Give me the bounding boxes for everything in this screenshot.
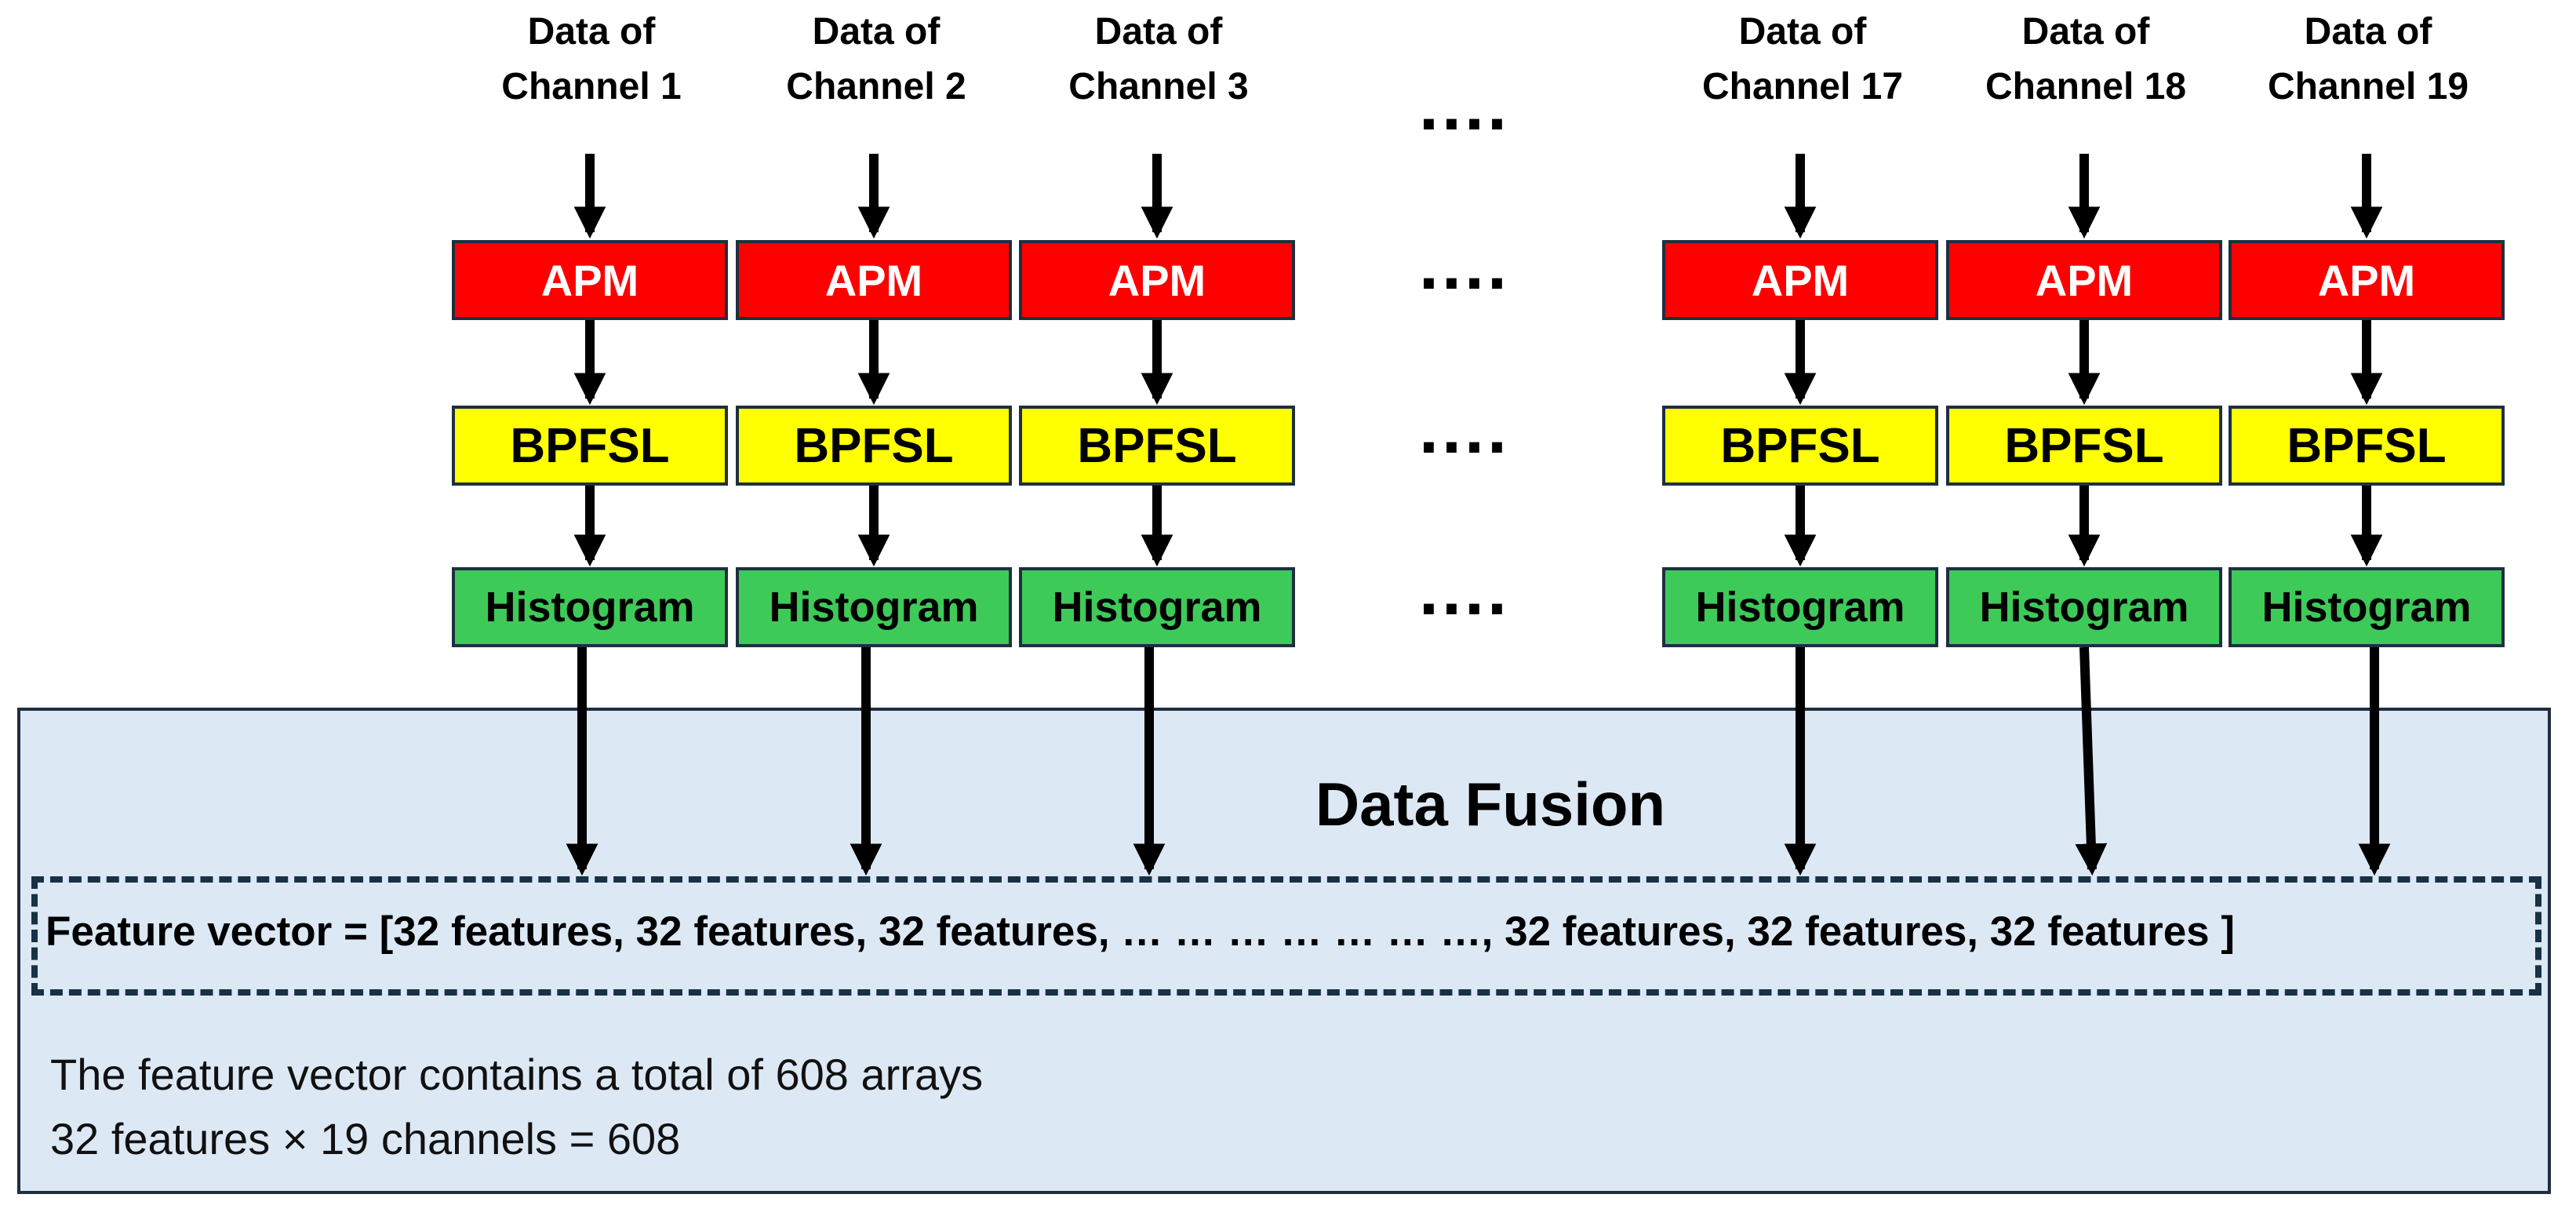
channel-2-apm-block: APM — [736, 240, 1012, 320]
channel-18-apm-block: APM — [1946, 240, 2222, 320]
channel-19-histogram-block: Histogram — [2229, 567, 2505, 647]
data-fusion-title: Data Fusion — [1315, 770, 1666, 839]
channel-2-bpfsl-block: BPFSL — [736, 406, 1012, 486]
channel-17-apm-block: APM — [1662, 240, 1938, 320]
channels-ellipsis-header: .... — [1418, 67, 1511, 145]
feature-vector-text: Feature vector = [32 features, 32 featur… — [45, 908, 2236, 955]
channel-1-bpfsl-block: BPFSL — [452, 406, 728, 486]
channel-18-histogram-block: Histogram — [1946, 567, 2222, 647]
channel-2-header-line2: Channel 2 — [786, 66, 966, 107]
channel-1-header-line1: Data of — [527, 11, 656, 53]
channels-ellipsis-bpfsl: .... — [1418, 390, 1511, 468]
channel-2-header-line1: Data of — [812, 11, 941, 53]
channel-1-apm-block: APM — [452, 240, 728, 320]
channel-3-header-line2: Channel 3 — [1068, 66, 1249, 107]
feature-vector-box — [31, 876, 2541, 996]
channel-17-header-line1: Data of — [1738, 11, 1867, 53]
channel-3-bpfsl-block: BPFSL — [1019, 406, 1295, 486]
channel-3-header-line1: Data of — [1094, 11, 1223, 53]
channel-17-histogram-block: Histogram — [1662, 567, 1938, 647]
channel-3-apm-block: APM — [1019, 240, 1295, 320]
channel-19-header: Data of Channel 19 — [2250, 5, 2486, 115]
channel-1-histogram-block: Histogram — [452, 567, 728, 647]
channel-19-bpfsl-block: BPFSL — [2229, 406, 2505, 486]
channel-17-header: Data of Channel 17 — [1685, 5, 1920, 115]
channel-3-header: Data of Channel 3 — [1041, 5, 1276, 115]
channel-19-header-line1: Data of — [2304, 11, 2432, 53]
feature-count-formula: 32 features × 19 channels = 608 — [50, 1114, 681, 1163]
channel-18-header-line1: Data of — [2021, 11, 2150, 53]
channel-17-bpfsl-block: BPFSL — [1662, 406, 1938, 486]
channel-3-histogram-block: Histogram — [1019, 567, 1295, 647]
channel-1-header-line2: Channel 1 — [501, 66, 682, 107]
channel-2-histogram-block: Histogram — [736, 567, 1012, 647]
channel-2-header: Data of Channel 2 — [759, 5, 994, 115]
channel-18-header-line2: Channel 18 — [1985, 66, 2187, 107]
channel-18-bpfsl-block: BPFSL — [1946, 406, 2222, 486]
arrow-ch18-to-feature-vector — [2075, 646, 2108, 876]
channels-ellipsis-histogram: .... — [1418, 552, 1511, 630]
channel-1-header: Data of Channel 1 — [474, 5, 709, 115]
data-fusion-panel — [17, 708, 2551, 1194]
channel-17-header-line2: Channel 17 — [1701, 66, 1904, 107]
feature-vector-note: The feature vector contains a total of 6… — [50, 1050, 984, 1099]
channel-19-header-line2: Channel 19 — [2267, 66, 2469, 107]
channels-ellipsis-apm: .... — [1418, 226, 1511, 304]
channel-18-header: Data of Channel 18 — [1968, 5, 2203, 115]
channel-19-apm-block: APM — [2229, 240, 2505, 320]
